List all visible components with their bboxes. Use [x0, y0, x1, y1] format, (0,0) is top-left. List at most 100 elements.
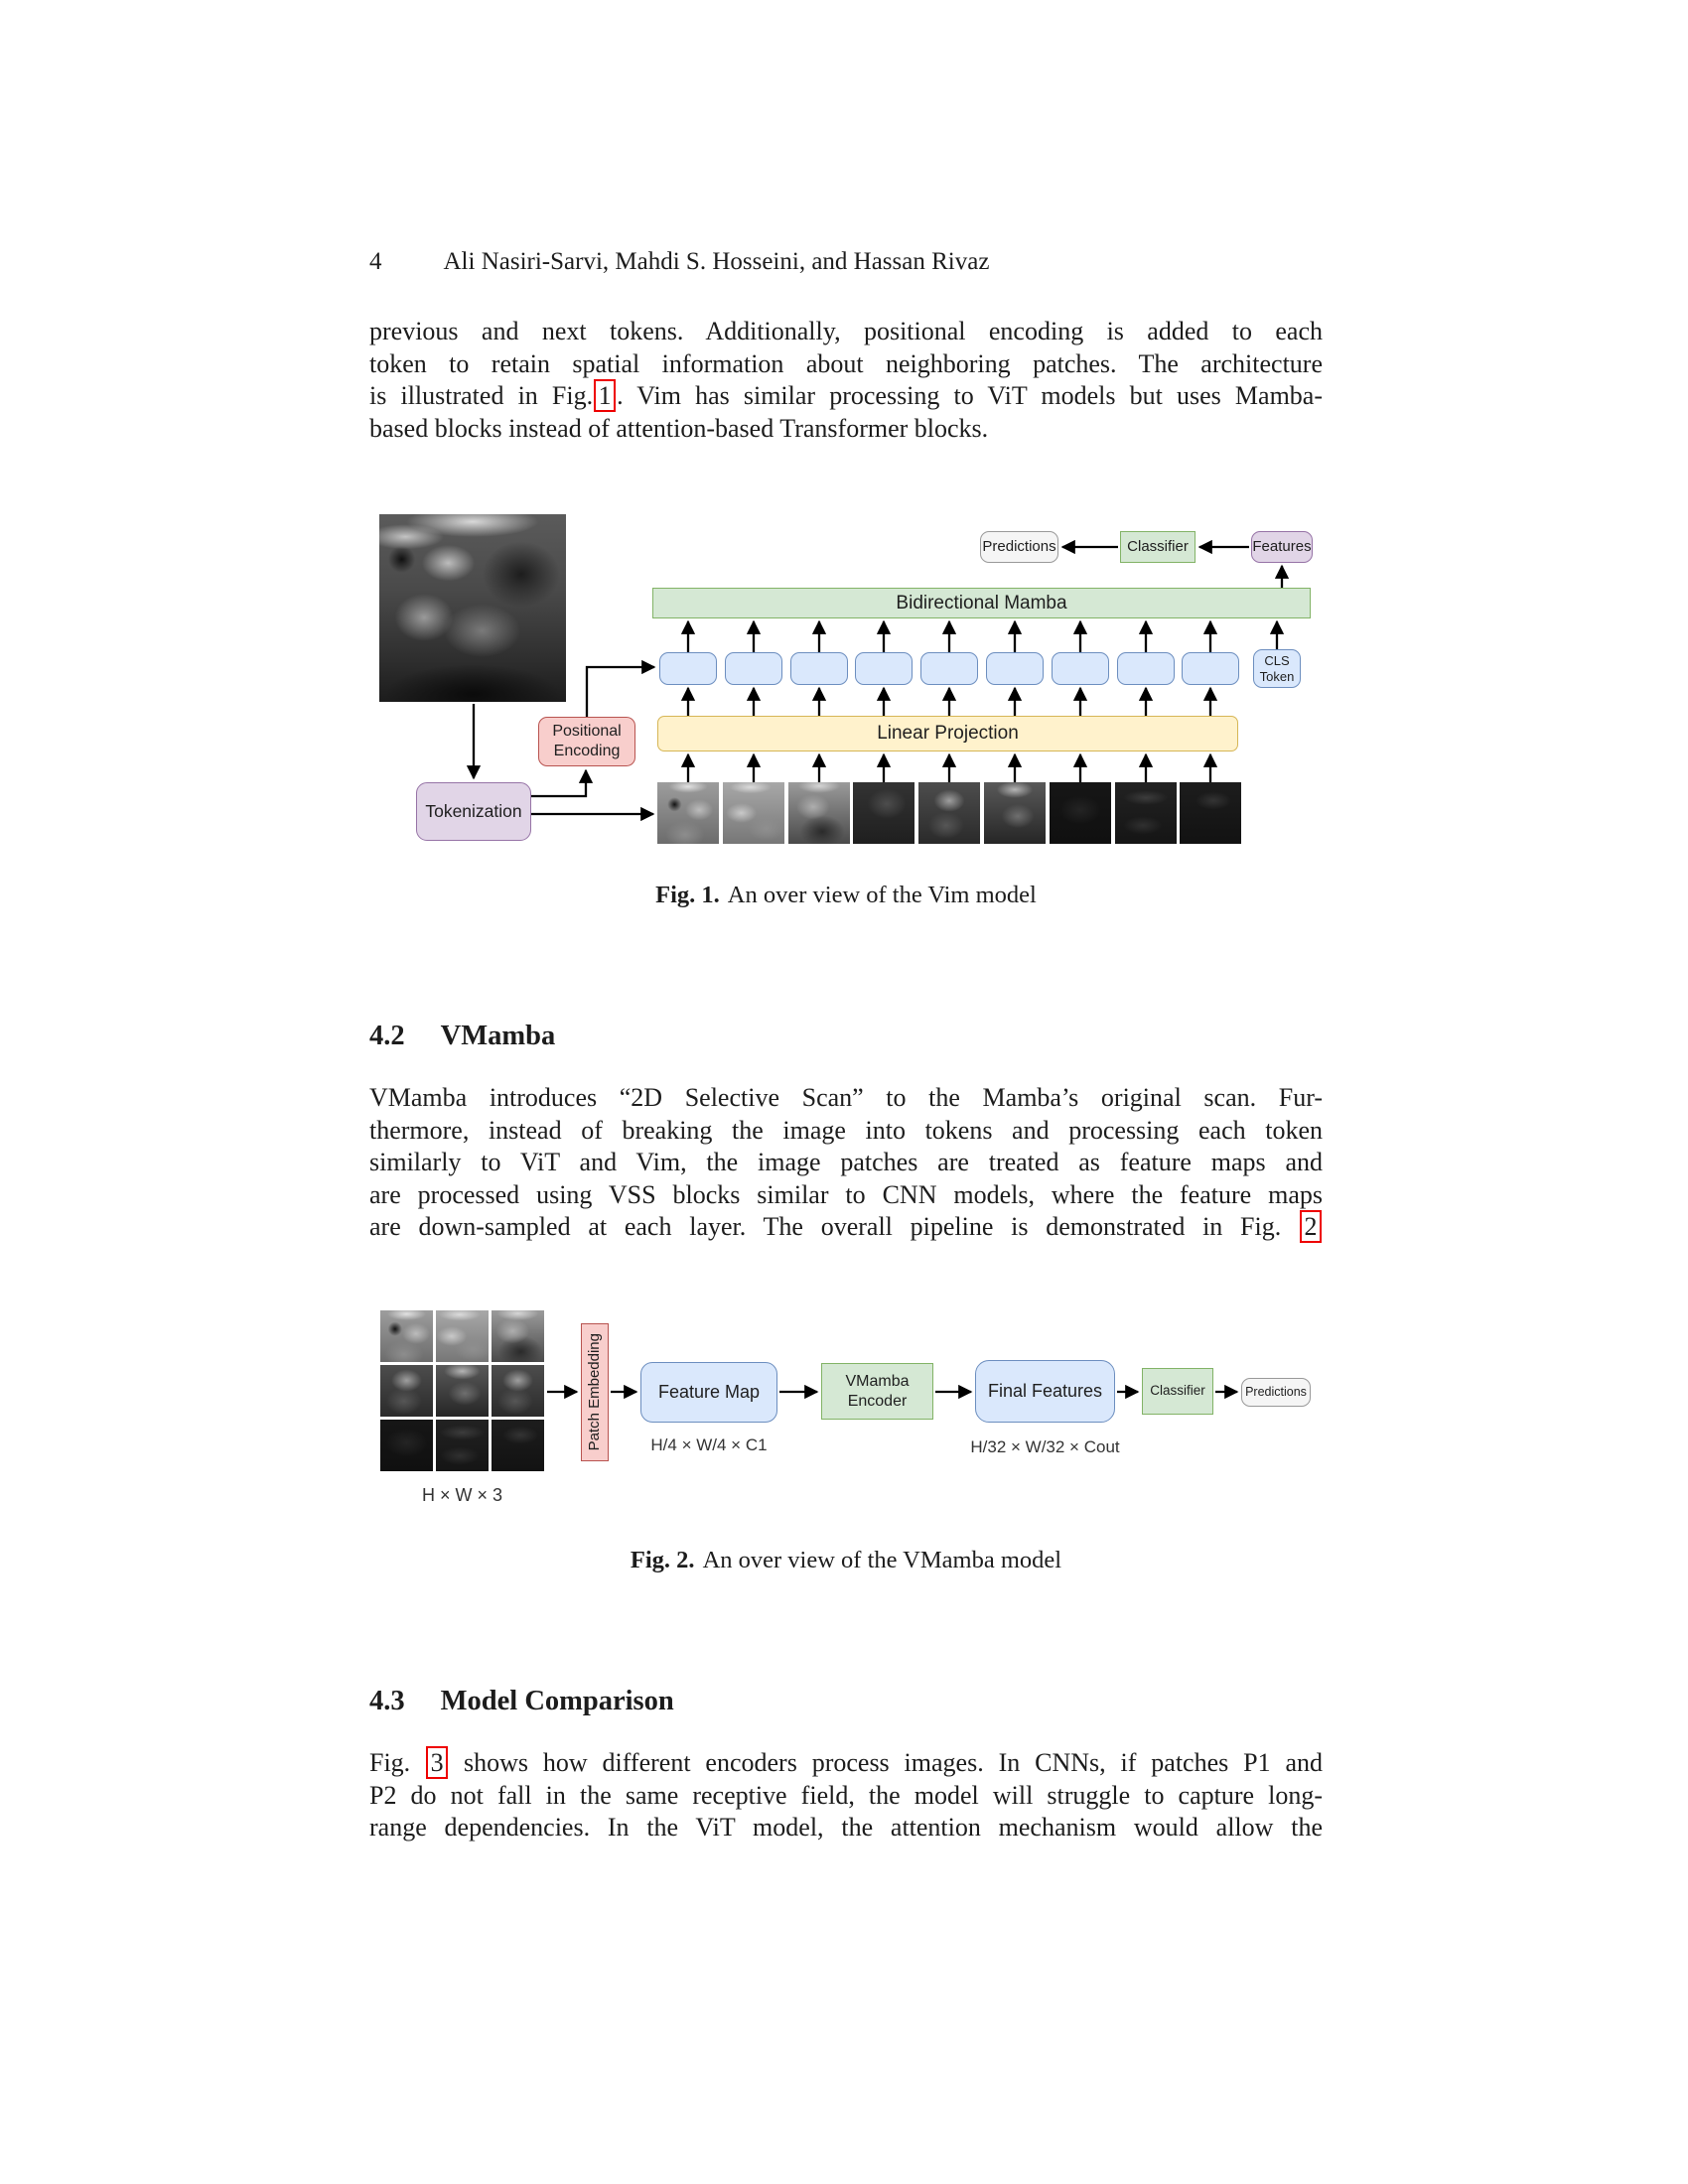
- fig2-grid-cell: [436, 1420, 489, 1471]
- figure-2-caption-text: An over view of the VMamba model: [702, 1547, 1062, 1573]
- text-line: based blocks instead of attention-based …: [369, 413, 989, 443]
- fig1-tokenization-label: Tokenization: [425, 800, 522, 821]
- figure-2-reference-link[interactable]: 2: [1300, 1210, 1322, 1244]
- figure-2-caption: Fig. 2. An over view of the VMamba model: [369, 1547, 1323, 1574]
- fig1-linear-projection-label: Linear Projection: [877, 723, 1019, 745]
- fig1-predictions-box: Predictions: [980, 531, 1058, 563]
- fig1-token-box: [790, 652, 848, 685]
- fig2-grid-cell: [436, 1310, 489, 1362]
- fig2-patch-embedding-label: Patch Embedding: [585, 1333, 603, 1451]
- fig2-classifier-box: Classifier: [1142, 1368, 1213, 1415]
- section-4-3-heading: 4.3 Model Comparison: [369, 1686, 674, 1717]
- text-segment: Fig.: [369, 1748, 426, 1777]
- figure-1-vim-diagram: Predictions Classifier Features Bidirect…: [369, 511, 1323, 854]
- fig2-vmamba-encoder-line1: VMamba: [845, 1372, 910, 1390]
- fig1-positional-encoding-box: Positional Encoding: [538, 717, 635, 766]
- text-line: are down-sampled at each layer. The over…: [369, 1210, 1323, 1244]
- running-authors: Ali Nasiri-Sarvi, Mahdi S. Hosseini, and…: [443, 248, 990, 275]
- fig2-final-features-label: Final Features: [987, 1380, 1103, 1401]
- fig2-grid-cell: [380, 1365, 433, 1417]
- fig1-projection-to-token-arrows: [680, 686, 1218, 716]
- text-line: Fig. 3 shows how different encoders proc…: [369, 1746, 1323, 1780]
- intro-paragraph: previous and next tokens. Additionally, …: [369, 316, 1323, 445]
- fig1-cls-label-line1: CLS: [1264, 652, 1290, 668]
- fig2-input-dims-label: H × W × 3: [421, 1485, 503, 1505]
- fig1-patch-8: [1115, 782, 1177, 844]
- fig1-patch-9: [1180, 782, 1241, 844]
- fig2-predictions-box: Predictions: [1241, 1378, 1311, 1407]
- text-line: thermore, instead of breaking the image …: [369, 1115, 1323, 1145]
- fig1-classifier-box: Classifier: [1120, 531, 1196, 563]
- fig1-classifier-label: Classifier: [1127, 537, 1189, 555]
- fig1-bidirectional-mamba-bar: Bidirectional Mamba: [652, 588, 1311, 618]
- fig1-patch-1: [657, 782, 719, 844]
- fig2-feature-map-box: Feature Map: [640, 1362, 777, 1423]
- figure-3-reference-link[interactable]: 3: [426, 1746, 449, 1779]
- fig1-token-box: [986, 652, 1044, 685]
- figure-1-caption-text: An over view of the Vim model: [727, 882, 1037, 908]
- text-segment: . Vim has similar processing to ViT mode…: [617, 381, 1323, 411]
- fig2-feature-map-dims-label: H/4 × W/4 × C1: [650, 1435, 768, 1454]
- text-line: are processed using VSS blocks similar t…: [369, 1179, 1323, 1209]
- fig1-patch-2: [723, 782, 784, 844]
- fig1-patch-7: [1050, 782, 1111, 844]
- fig2-feature-map-label: Feature Map: [657, 1381, 761, 1402]
- fig1-token-to-mamba-arrows: [680, 619, 1285, 652]
- section-4-2-number: 4.2: [369, 1021, 405, 1051]
- text-segment: are down-sampled at each layer. The over…: [369, 1212, 1299, 1242]
- page-number: 4: [369, 248, 382, 275]
- fig1-token-box: [1182, 652, 1239, 685]
- fig1-token-box: [725, 652, 782, 685]
- figure-1-caption-label: Fig. 1.: [655, 882, 720, 908]
- section-4-3-title: Model Comparison: [440, 1686, 674, 1716]
- text-line: P2 do not fall in the same receptive fie…: [369, 1780, 1323, 1810]
- figure-1-reference-link[interactable]: 1: [594, 379, 617, 413]
- text-line: previous and next tokens. Additionally, …: [369, 317, 1323, 345]
- fig2-vmamba-encoder-box: VMamba Encoder: [821, 1363, 933, 1420]
- fig1-patch-6: [984, 782, 1046, 844]
- fig1-token-box: [920, 652, 978, 685]
- section-4-2-title: VMamba: [440, 1021, 556, 1051]
- fig1-predictions-label: Predictions: [982, 537, 1056, 555]
- fig1-token-box: [659, 652, 717, 685]
- fig1-features-box: Features: [1251, 531, 1313, 563]
- fig1-linear-projection-bar: Linear Projection: [657, 716, 1238, 751]
- fig2-grid-cell: [492, 1310, 544, 1362]
- section-4-3-number: 4.3: [369, 1686, 405, 1716]
- fig2-grid-cell: [436, 1365, 489, 1417]
- fig1-patch-5: [918, 782, 980, 844]
- fig1-bidirectional-mamba-label: Bidirectional Mamba: [896, 592, 1067, 614]
- fig2-grid-cell: [380, 1310, 433, 1362]
- fig1-token-box: [855, 652, 913, 685]
- fig1-token-box: [1117, 652, 1175, 685]
- fig1-patch-to-projection-arrows: [680, 752, 1218, 782]
- fig1-positional-encoding-line2: Encoding: [553, 743, 621, 759]
- fig1-patch-3: [788, 782, 850, 844]
- text-segment: is illustrated in Fig.: [369, 381, 594, 411]
- fig2-predictions-label: Predictions: [1245, 1384, 1307, 1399]
- section-4-2-heading: 4.2 VMamba: [369, 1021, 555, 1052]
- fig1-token-box: [1052, 652, 1109, 685]
- fig1-positional-encoding-line1: Positional: [552, 723, 622, 741]
- fig2-patch-embedding-box: Patch Embedding: [581, 1323, 609, 1461]
- text-line: VMamba introduces “2D Selective Scan” to…: [369, 1083, 1323, 1112]
- text-line: similarly to ViT and Vim, the image patc…: [369, 1148, 1323, 1177]
- figure-2-caption-label: Fig. 2.: [630, 1547, 695, 1573]
- text-line: range dependencies. In the ViT model, th…: [369, 1813, 1323, 1843]
- fig1-features-label: Features: [1252, 537, 1312, 555]
- vmamba-paragraph: VMamba introduces “2D Selective Scan” to…: [369, 1082, 1323, 1244]
- fig2-vmamba-encoder-line2: Encoder: [847, 1392, 908, 1410]
- figure-2-vmamba-diagram: H × W × 3 Patch Embedding Feature Map H/…: [369, 1308, 1323, 1517]
- fig2-final-features-dims-label: H/32 × W/32 × Cout: [970, 1437, 1120, 1456]
- fig2-final-features-box: Final Features: [975, 1360, 1115, 1423]
- fig2-grid-cell: [492, 1365, 544, 1417]
- fig1-patch-4: [853, 782, 914, 844]
- fig1-ultrasound-input-image: [379, 514, 566, 702]
- text-line: is illustrated in Fig.1. Vim has similar…: [369, 379, 1323, 413]
- figure-1-caption: Fig. 1. An over view of the Vim model: [369, 882, 1323, 909]
- fig2-classifier-label: Classifier: [1150, 1383, 1205, 1399]
- fig1-tokenization-box: Tokenization: [416, 782, 531, 841]
- comparison-paragraph: Fig. 3 shows how different encoders proc…: [369, 1746, 1323, 1844]
- running-header: 4 Ali Nasiri-Sarvi, Mahdi S. Hosseini, an…: [369, 248, 1323, 276]
